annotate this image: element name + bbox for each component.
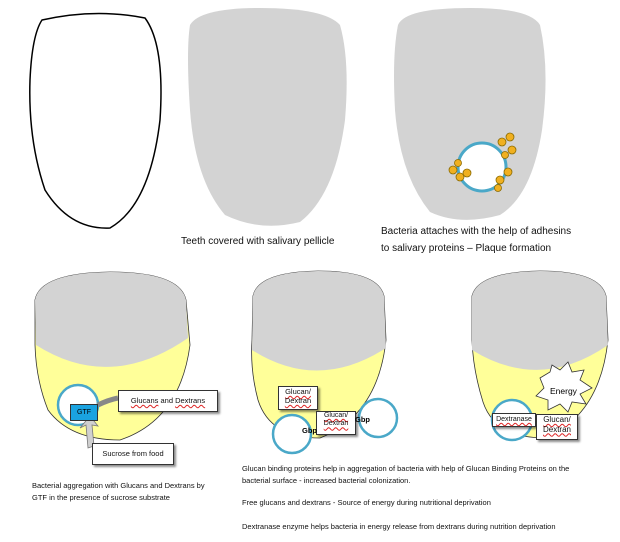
glucan-word-panel6: Glucan/ <box>543 415 571 424</box>
caption-gbp: Glucan binding proteins help in aggregat… <box>242 463 614 487</box>
caption-plaque-line2: to salivary proteins – Plaque formation <box>381 242 552 254</box>
caption-plaque-formation: Bacteria attaches with the help of adhes… <box>381 226 616 255</box>
gbp-left-label: Gbp <box>302 426 317 435</box>
glucans-word: Glucans <box>130 396 159 405</box>
caption-gbp-line1: Glucan binding proteins help in aggregat… <box>242 464 570 473</box>
caption-plaque-line1: Bacteria attaches with the help of adhes… <box>381 226 572 237</box>
dextrans-word: Dextrans <box>175 396 206 405</box>
caption-aggregation: Bacterial aggregation with Glucans and D… <box>32 480 242 503</box>
dextran-word-top: Dextran <box>284 396 312 405</box>
sucrose-box: Sucrose from food <box>92 443 174 465</box>
caption-energy-source: Free glucans and dextrans - Source of en… <box>242 498 491 507</box>
glucan-word-top: Glucan/ <box>285 387 311 396</box>
glucan-dextran-box-bridge: Glucan/ Dextran <box>316 411 356 435</box>
dextran-word-bridge: Dextran <box>323 420 349 428</box>
caption-aggregation-line1: Bacterial aggregation with Glucans and D… <box>32 481 205 490</box>
glucan-dextran-box-panel6: Glucan/ Dextran <box>536 414 578 440</box>
caption-pellicle: Teeth covered with salivary pellicle <box>181 236 335 247</box>
bacterium-left-panel5 <box>271 413 313 455</box>
caption-dextranase: Dextranase enzyme helps bacteria in ener… <box>242 522 556 531</box>
glucan-word-bridge: Glucan/ <box>323 412 349 419</box>
caption-aggregation-line2: GTF in the presence of sucrose substrate <box>32 492 170 502</box>
panel-4-tooth <box>34 271 191 441</box>
energy-label: Energy <box>550 386 577 396</box>
glucans-dextrans-box: Glucans and Dextrans <box>118 390 218 412</box>
gbp-right-label: Gbp <box>355 415 370 424</box>
tooth-with-bacteria <box>394 8 546 220</box>
arrow-from-sucrose <box>79 415 99 449</box>
bacterium <box>456 141 508 193</box>
tooth-pellicle <box>188 8 347 226</box>
tooth-outline <box>29 12 162 229</box>
dextran-word-panel6: Dextran <box>542 424 571 434</box>
bacterium-right-panel5 <box>357 397 399 439</box>
adhesins <box>448 132 517 192</box>
dextranase-box: Dextranase <box>492 413 536 427</box>
energy-burst <box>535 361 593 413</box>
glucan-dextran-box-top: Glucan/ Dextran <box>278 386 318 410</box>
dextranase-word: Dextranase <box>496 416 532 423</box>
caption-gbp-line2: bacterial surface - increased bacterial … <box>242 476 411 485</box>
arrow-to-glucans <box>96 395 119 408</box>
gtf-label: GTF <box>70 404 98 421</box>
and-word: and <box>158 396 176 405</box>
